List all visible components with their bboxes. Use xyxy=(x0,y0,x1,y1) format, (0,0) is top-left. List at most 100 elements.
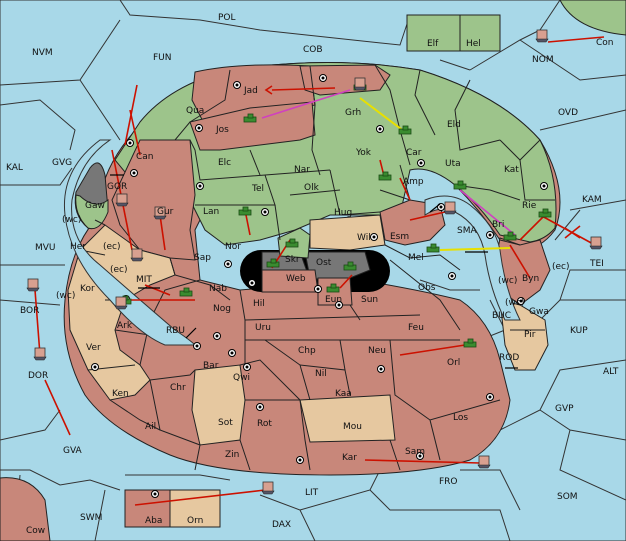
supply-center-dot xyxy=(337,303,341,307)
order-convoy-2 xyxy=(459,189,516,236)
land-label-Chr: Chr xyxy=(170,383,186,393)
sea-label-KUP: KUP xyxy=(570,326,588,336)
land-label-Rie: Rie xyxy=(522,201,537,211)
supply-center-dot xyxy=(321,76,325,80)
land-label-Sap: Sap xyxy=(194,253,211,263)
land-label-Tel: Tel xyxy=(251,184,264,194)
fleet-flag xyxy=(116,193,128,205)
sea-label-GVA: GVA xyxy=(63,446,83,456)
land-label-Hil: Hil xyxy=(253,299,265,309)
fleet-hull xyxy=(115,202,129,207)
fleet-unit[interactable] xyxy=(114,296,128,310)
sea-label-GVP: GVP xyxy=(555,404,574,414)
fleet-unit[interactable] xyxy=(130,248,144,262)
land-label-Feu: Feu xyxy=(408,323,424,333)
sea-label-FRO: FRO xyxy=(439,477,458,487)
land-label-Skr: Skr xyxy=(285,255,300,265)
supply-center-dot xyxy=(542,184,546,188)
fleet-flag xyxy=(354,77,366,89)
orders xyxy=(34,36,605,506)
fleet-hull xyxy=(443,210,457,215)
fleet-unit[interactable] xyxy=(477,455,491,469)
army-unit[interactable] xyxy=(238,206,252,216)
fleet-unit[interactable] xyxy=(261,481,275,495)
land-label-Mou: Mou xyxy=(343,422,362,432)
supply-center-dot xyxy=(379,367,383,371)
fleet-unit[interactable] xyxy=(153,206,167,220)
sea-label-KAL: KAL xyxy=(6,163,23,173)
land-label-Rot: Rot xyxy=(257,419,272,429)
army-turret xyxy=(507,231,514,237)
fleet-unit[interactable] xyxy=(443,201,457,215)
fleet-unit[interactable] xyxy=(353,77,367,91)
sea-label-BOR: BOR xyxy=(20,306,39,316)
army-unit[interactable] xyxy=(343,261,357,271)
land-label-Cow: Cow xyxy=(26,526,45,536)
land-label-Sam: Sam xyxy=(405,447,425,457)
army-unit[interactable] xyxy=(453,180,467,190)
army-turret xyxy=(457,180,464,186)
land-label-Los: Los xyxy=(453,413,468,423)
fleet-hull xyxy=(130,257,144,262)
fleet-hull xyxy=(477,464,491,469)
army-turret xyxy=(430,243,437,249)
supply-center-dot xyxy=(316,287,320,291)
coast-label-wc3: (wc) xyxy=(498,276,517,286)
units xyxy=(26,29,603,495)
supply-center-dot xyxy=(418,454,422,458)
fleet-unit[interactable] xyxy=(115,193,129,207)
region-Cow[interactable] xyxy=(0,477,51,541)
land-label-Gur: Gur xyxy=(157,207,174,217)
fleet-hull xyxy=(535,38,549,43)
land-borders xyxy=(79,64,555,471)
region-Wil[interactable] xyxy=(309,214,386,251)
region-Aba[interactable] xyxy=(124,489,171,528)
region-Elf[interactable] xyxy=(406,14,461,52)
sea-label-KAM: KAM xyxy=(582,195,602,205)
coast-arrows xyxy=(110,174,518,369)
fleet-unit[interactable] xyxy=(535,29,549,43)
land-label-Uta: Uta xyxy=(445,159,461,169)
fleet-unit[interactable] xyxy=(26,278,40,292)
land-label-Elf: Elf xyxy=(427,39,439,49)
fleet-flag xyxy=(34,347,46,359)
land-label-Orn: Orn xyxy=(187,516,203,526)
army-turret xyxy=(402,125,409,131)
sea-label-COB: COB xyxy=(303,45,323,55)
army-unit[interactable] xyxy=(266,258,280,268)
supply-center-dot xyxy=(128,141,132,145)
army-unit[interactable] xyxy=(503,231,517,241)
fleet-flag xyxy=(27,278,39,290)
supply-center-dot xyxy=(132,171,136,175)
army-unit[interactable] xyxy=(285,238,299,248)
fleet-hull xyxy=(114,305,128,310)
region-Hel[interactable] xyxy=(459,14,501,52)
army-turret xyxy=(467,338,474,344)
sea-label-FUN: FUN xyxy=(153,53,172,63)
land-label-Hug: Hug xyxy=(334,208,352,218)
land-label-Mel: Mel xyxy=(408,253,424,263)
army-unit[interactable] xyxy=(538,208,552,218)
land-label-Uru: Uru xyxy=(255,323,271,333)
sea-label-GVG: GVG xyxy=(52,158,72,168)
order-support-2 xyxy=(439,247,511,251)
army-unit[interactable] xyxy=(243,113,257,123)
army-unit[interactable] xyxy=(463,338,477,348)
supply-center-dot xyxy=(419,161,423,165)
army-turret xyxy=(242,206,249,212)
army-unit[interactable] xyxy=(179,287,193,297)
army-unit[interactable] xyxy=(378,171,392,181)
army-unit[interactable] xyxy=(398,125,412,135)
region-Jos[interactable] xyxy=(189,101,316,151)
fleet-unit[interactable] xyxy=(33,347,47,361)
coast-label-ec1: (ec) xyxy=(103,242,121,252)
fleet-unit[interactable] xyxy=(589,236,603,250)
land-label-Neu: Neu xyxy=(368,346,386,356)
sea-label-MVU: MVU xyxy=(35,243,56,253)
order-move-1 xyxy=(271,87,336,91)
army-unit[interactable] xyxy=(426,243,440,253)
land-label-Elc: Elc xyxy=(218,158,231,168)
land-label-Gwa: Gwa xyxy=(529,307,549,317)
region-Mou[interactable] xyxy=(299,394,396,443)
army-unit[interactable] xyxy=(326,283,340,293)
